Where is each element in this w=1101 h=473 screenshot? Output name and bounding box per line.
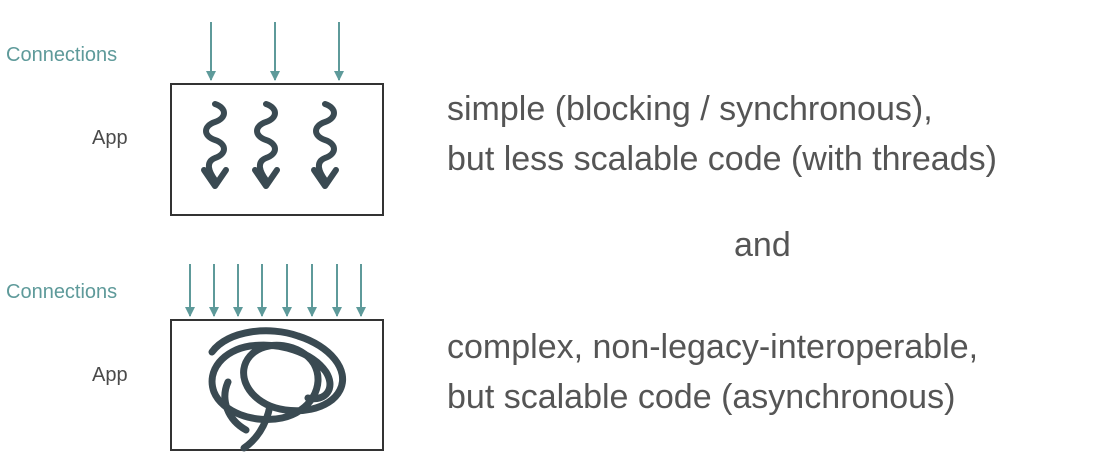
bottom-connection-arrows [185,264,366,317]
and-joiner: and [734,226,791,264]
tangled-threads-icon [208,327,347,452]
top-caption: simple (blocking / synchronous), but les… [447,84,997,184]
bottom-connections-label: Connections [6,281,118,303]
bottom-caption: complex, non-legacy-interoperable, but s… [447,322,978,422]
bottom-app-box [170,319,384,451]
top-app-box [170,83,384,216]
thread-arrow-icon [201,101,229,189]
bottom-caption-line2: but scalable code (asynchronous) [447,378,956,416]
top-caption-line1: simple (blocking / synchronous), [447,90,933,128]
top-app-label: App [92,127,128,149]
top-connection-arrows [206,22,344,81]
top-thread-arrows [201,101,339,189]
thread-arrow-icon [252,101,280,189]
thread-arrow-icon [311,101,339,189]
bottom-app-label: App [92,364,128,386]
top-caption-line2: but less scalable code (with threads) [447,140,997,178]
bottom-caption-line1: complex, non-legacy-interoperable, [447,328,979,366]
top-connections-label: Connections [6,44,118,66]
